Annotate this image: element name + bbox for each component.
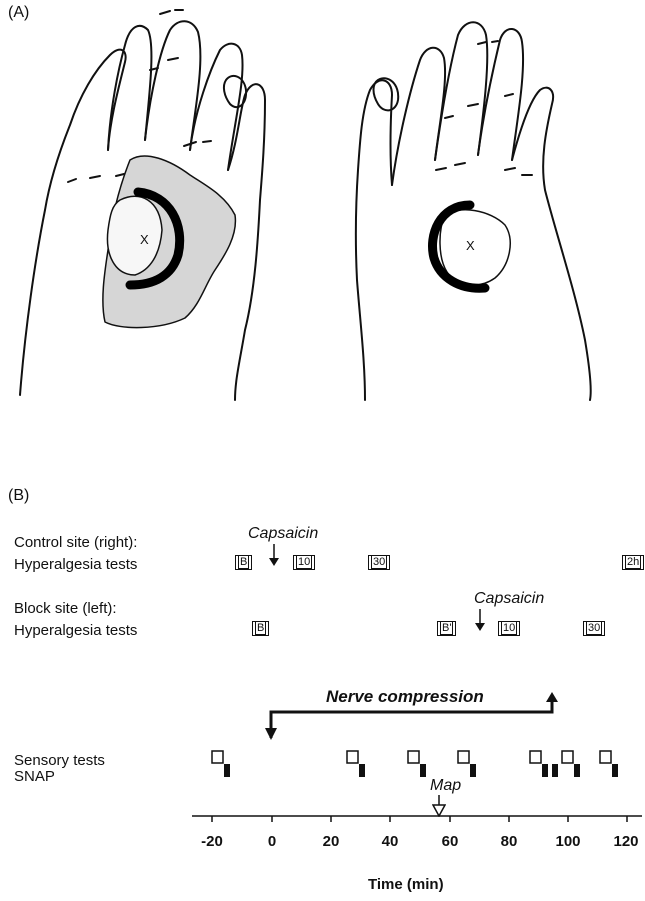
block-capsaicin-label: Capsaicin (474, 590, 544, 608)
control-box-30: 30 (368, 555, 390, 570)
marker-pair-3 (408, 751, 426, 777)
block-box-bprime: B' (437, 621, 456, 636)
left-hand (20, 10, 265, 400)
hands-illustration: X X (0, 0, 645, 440)
marker-pair-7 (600, 751, 618, 777)
block-site-label: Block site (left): (14, 600, 117, 618)
x-tick-label: 100 (548, 833, 588, 850)
x-tick-label: 0 (252, 833, 292, 850)
control-box-b: B (235, 555, 252, 570)
x-tick-label: 20 (311, 833, 351, 850)
marker-pair-6 (562, 751, 580, 777)
block-box-10: 10 (498, 621, 520, 636)
block-box-b: B (252, 621, 269, 636)
sensory-markers (190, 745, 640, 785)
panel-b-label: (B) (8, 487, 29, 505)
left-hand-marker: X (140, 232, 149, 247)
x-tick-label: 80 (489, 833, 529, 850)
control-box-2h: 2h (622, 555, 644, 570)
x-tick-label: 120 (606, 833, 645, 850)
control-site-label: Control site (right): (14, 534, 137, 552)
block-capsaicin-arrow (474, 609, 486, 633)
map-label: Map (430, 777, 461, 795)
marker-pair-1 (212, 751, 230, 777)
x-tick-label: 60 (430, 833, 470, 850)
nerve-compression-bracket (262, 692, 567, 742)
control-tests-label: Hyperalgesia tests (14, 556, 137, 574)
marker-pair-4 (458, 751, 476, 777)
x-tick-label: 40 (370, 833, 410, 850)
block-tests-label: Hyperalgesia tests (14, 622, 137, 640)
marker-pair-2 (347, 751, 365, 777)
right-hand-marker: X (466, 238, 475, 253)
right-hand (356, 22, 591, 400)
x-tick-label: -20 (192, 833, 232, 850)
marker-pair-5 (530, 751, 558, 777)
x-axis-title: Time (min) (368, 876, 444, 893)
block-box-30: 30 (583, 621, 605, 636)
time-axis (190, 810, 645, 830)
snap-label: SNAP (14, 768, 55, 786)
control-box-10: 10 (293, 555, 315, 570)
control-capsaicin-arrow (268, 544, 280, 568)
control-capsaicin-label: Capsaicin (248, 525, 318, 543)
